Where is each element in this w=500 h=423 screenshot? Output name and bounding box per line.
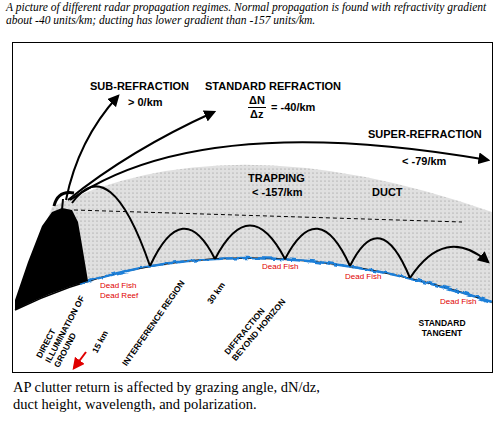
trapped-ray-hop (150, 229, 215, 266)
figure-title: A picture of different radar propagation… (6, 1, 492, 26)
radar-mast (62, 199, 63, 210)
trapped-ray-hop (215, 226, 285, 260)
red-annotation: Dead Fish (345, 272, 381, 282)
gradient-value: = -40/km (271, 101, 315, 114)
regime-label: TRAPPING (248, 172, 305, 185)
red-annotation: Dead Fish (262, 262, 298, 272)
super-refraction-ray (70, 142, 488, 200)
regime-label: STANDARD REFRACTION (205, 80, 341, 93)
fraction-bar (248, 107, 266, 108)
gradient-value: > 0/km (128, 96, 163, 109)
duct-label: DUCT (372, 186, 403, 199)
gradient-value: < -157/km (252, 186, 302, 199)
regime-label: SUB-REFRACTION (90, 80, 189, 93)
trapped-ray-hop (72, 186, 150, 266)
regime-label: SUPER-REFRACTION (368, 128, 482, 141)
figure-frame (13, 43, 493, 373)
standard-tangent-line (74, 210, 462, 222)
trapped-ray-hop (285, 229, 350, 266)
gradient-value: < -79/km (402, 155, 446, 168)
figure-caption: AP clutter return is affected by grazing… (13, 379, 335, 413)
fraction-denominator: Δz (250, 108, 263, 121)
tangent-label: STANDARD TANGENT (402, 318, 482, 338)
fraction-numerator: ΔN (249, 94, 265, 107)
red-annotation: Dead Fish (100, 281, 136, 291)
sub-refraction-ray (66, 96, 118, 200)
red-annotation: Dead Fish (440, 297, 476, 307)
distance-arrow (74, 352, 86, 368)
red-annotation: Dead Reef (100, 291, 138, 301)
trapped-ray-hop (410, 247, 488, 278)
